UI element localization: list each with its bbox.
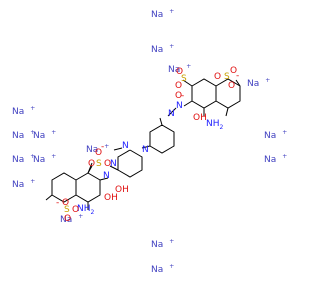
sulfur-atom: S (224, 72, 230, 82)
minus-atom: - (56, 198, 59, 208)
benzene-ring (117, 149, 143, 178)
o_minus-atom: O (62, 198, 69, 208)
nitrogen-atom: N (122, 141, 129, 151)
sodium-ion: Na+ (33, 153, 56, 165)
bond (159, 117, 163, 126)
upper-naphthalene-ring-a (191, 78, 217, 109)
bond (167, 107, 177, 117)
amine-atom: NH2 (77, 204, 95, 216)
amine-atom: NH2 (206, 119, 224, 131)
bond (225, 107, 229, 117)
oxygen-atom: O (228, 81, 235, 91)
o_minus-atom: O (95, 148, 102, 158)
lower-naphthalene-ring-a (75, 172, 101, 203)
minus-atom: - (236, 71, 239, 81)
minus-atom: - (181, 91, 184, 101)
bond (45, 194, 53, 201)
nitrogen-atom: N (103, 171, 110, 181)
sodium-ion: Na+ (151, 8, 174, 20)
nitrogen-atom: N (142, 145, 149, 155)
bond (109, 165, 119, 171)
sodium-ion: Na+ (151, 238, 174, 250)
sodium-ion: Na+ (12, 153, 35, 165)
oxygen-atom: O (214, 72, 221, 82)
molecule-diagram: Na+Na+Na+Na+Na+Na+Na+Na+Na+Na+Na+Na+Na+N… (12, 8, 287, 275)
oxygen-atom: O (104, 159, 111, 169)
sodium-ion: Na+ (264, 153, 287, 165)
bond (113, 147, 123, 151)
sodium-ion: Na+ (12, 129, 35, 141)
oxygen-atom: O (88, 159, 95, 169)
benzene-ring (149, 124, 175, 154)
oxygen-atom: O (72, 205, 79, 215)
oxygen-atom: O (175, 91, 182, 101)
bond (182, 79, 193, 87)
nitrogen-atom: N (168, 109, 175, 119)
bond-lines (45, 78, 241, 210)
minus-atom: - (101, 142, 104, 152)
sodium-ion: Na+ (33, 129, 56, 141)
oxygen-atom: O (64, 214, 71, 224)
sodium-ion: Na+ (151, 43, 174, 55)
sodium-ion: Na+ (264, 129, 287, 141)
bond (235, 79, 241, 87)
hydroxyl-atom: OH (104, 193, 118, 203)
upper-naphthalene-ring-b (215, 78, 241, 109)
sulfur-atom: S (64, 205, 70, 215)
sulfur-atom: S (181, 74, 187, 84)
nitrogen-atom: N (110, 159, 117, 169)
sodium-ion: Na+ (151, 263, 174, 275)
bond (87, 165, 93, 174)
bond (141, 145, 151, 149)
nitrogen-atom: N (176, 101, 183, 111)
oxygen-atom: O (176, 67, 183, 77)
sulfur-atom: S (96, 159, 102, 169)
hydroxyl-atom: OH (115, 185, 129, 195)
bond (99, 177, 109, 181)
o_minus-atom: O (230, 66, 237, 76)
hydroxyl-atom: OH (193, 113, 207, 123)
sodium-ion: Na+ (12, 178, 35, 190)
sodium-ion: Na+ (247, 77, 270, 89)
sodium-ion: Na+ (12, 105, 35, 117)
oxygen-atom: O (175, 81, 182, 91)
lower-naphthalene-ring-b (51, 172, 77, 203)
bond (183, 100, 193, 107)
